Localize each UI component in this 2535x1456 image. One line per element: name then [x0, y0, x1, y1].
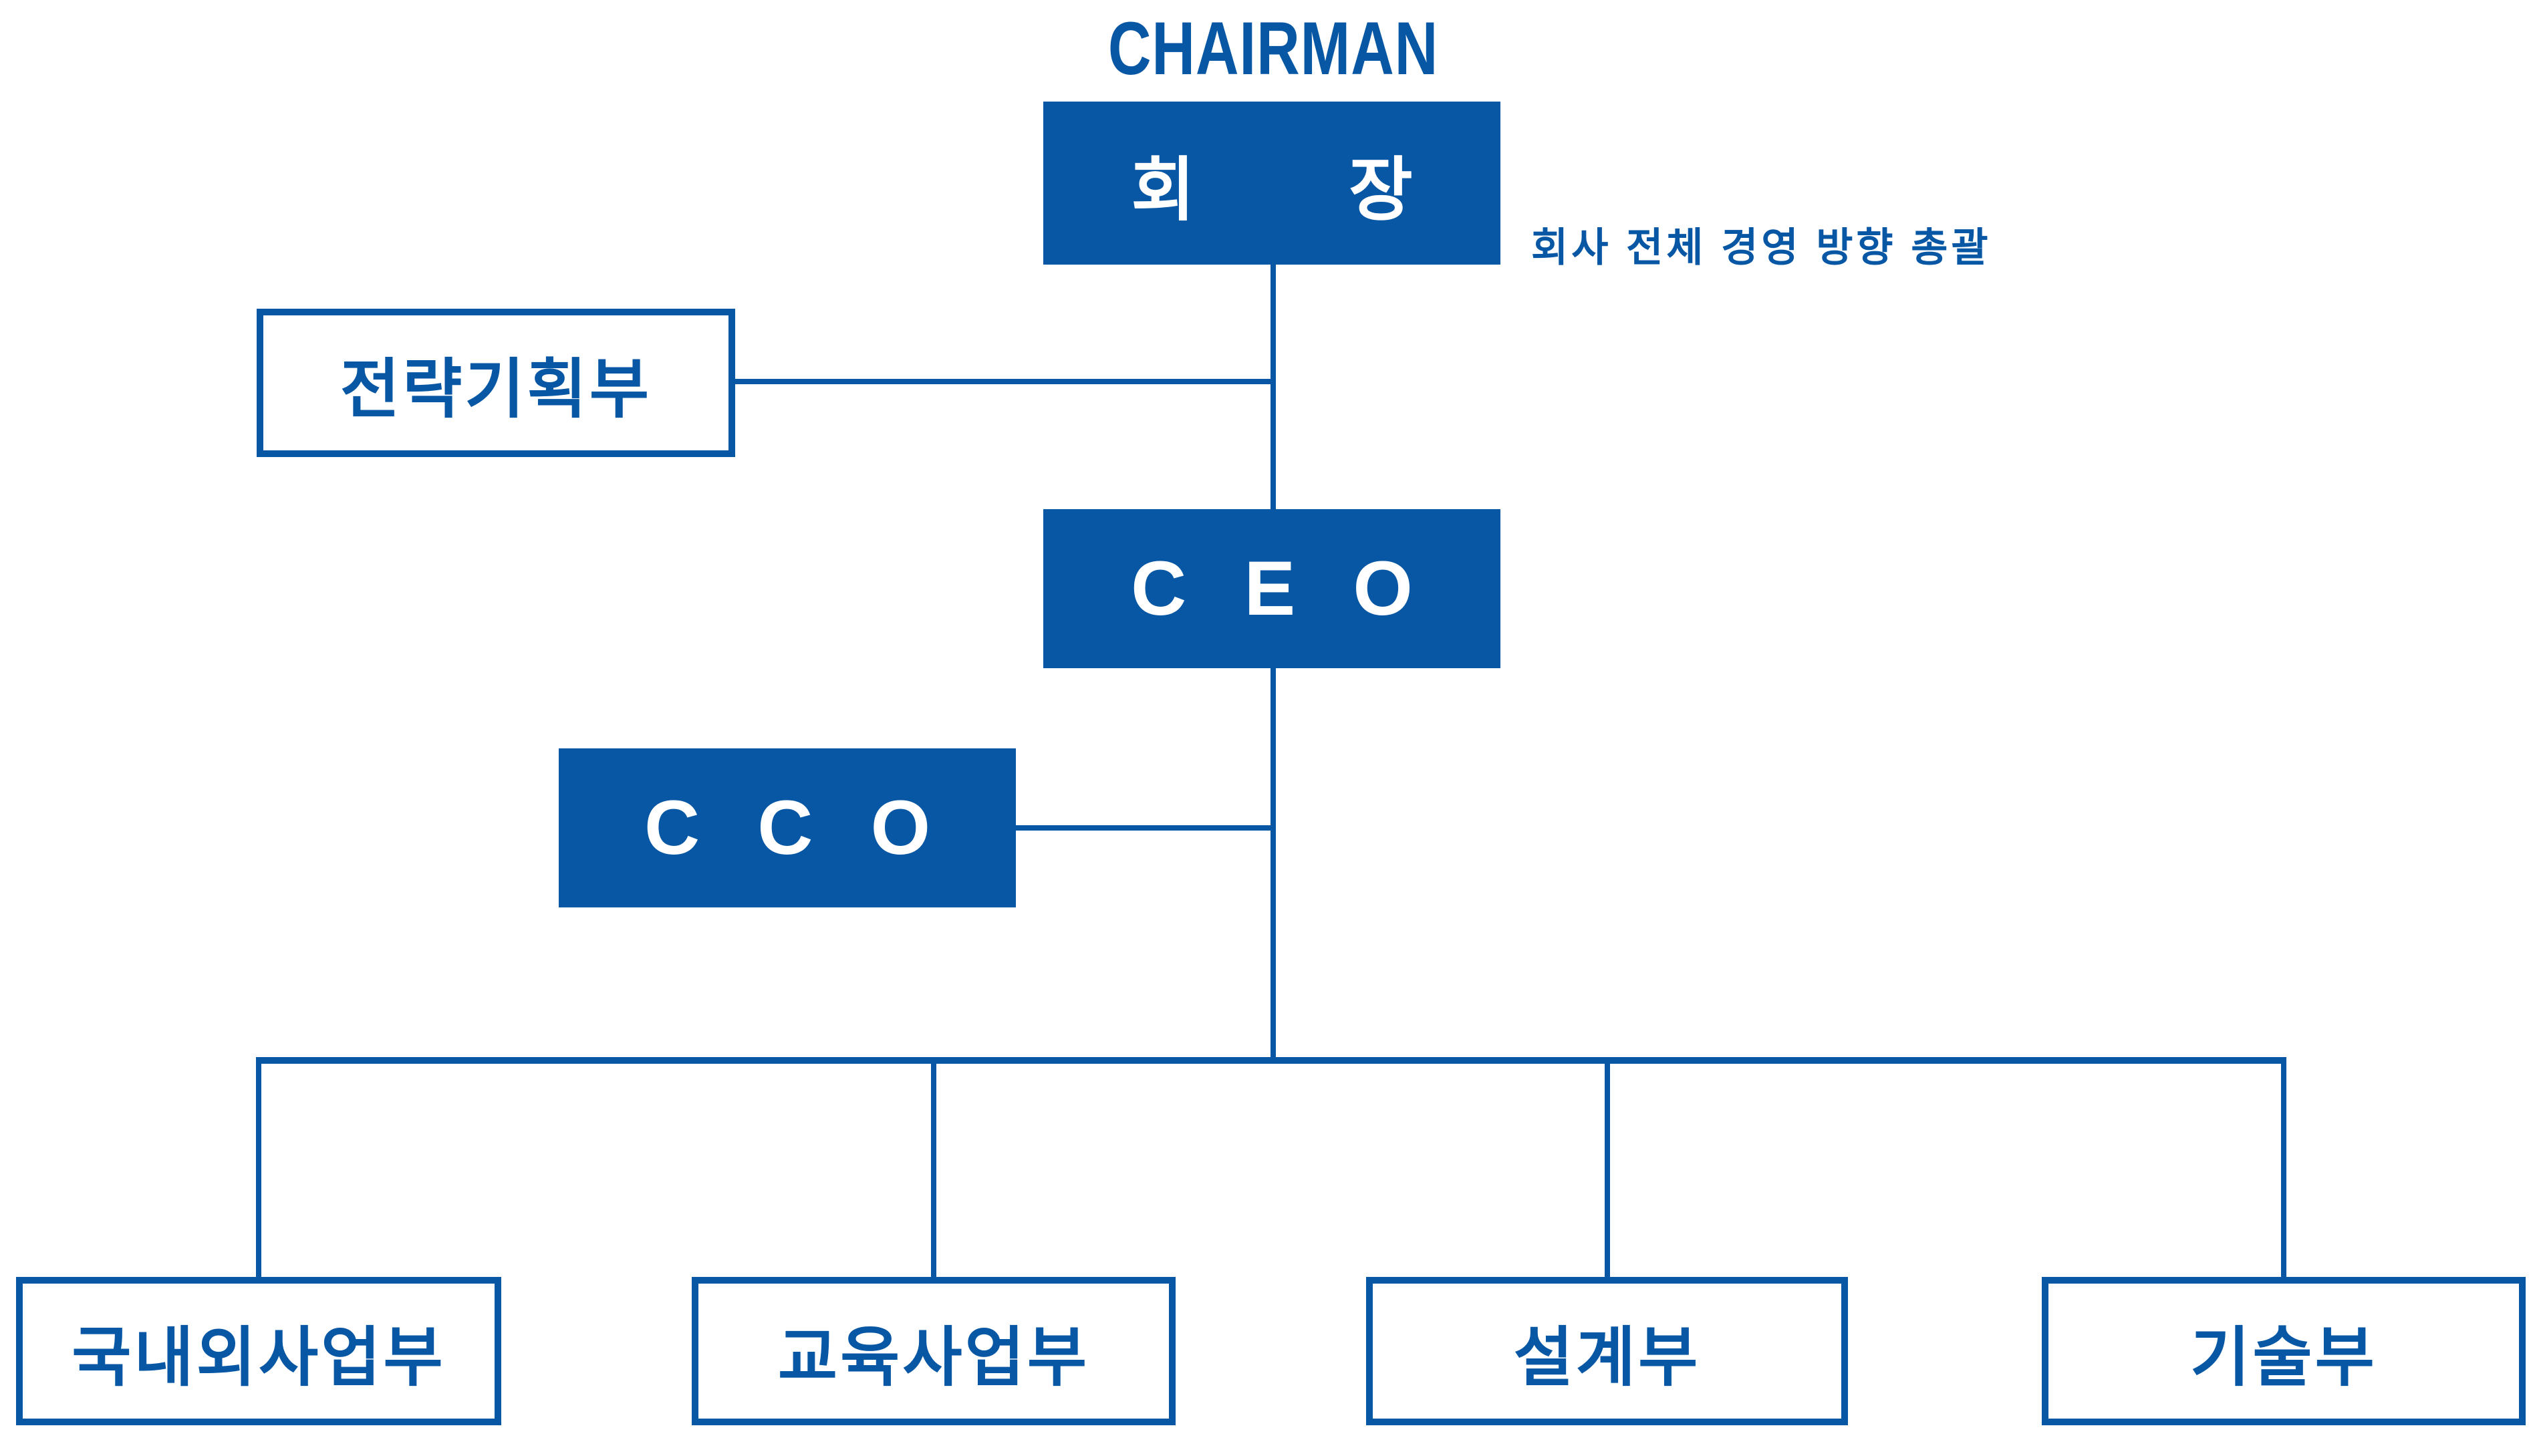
- drop-dept-design: [1605, 1060, 1610, 1279]
- ceo-node: CEO: [1043, 509, 1500, 668]
- connector-cco-mainline: [1015, 825, 1274, 831]
- chairman-node-label: 회 장: [1131, 151, 1413, 229]
- dept-label-design: 설계부: [1513, 1320, 1701, 1394]
- dept-label-technology: 기술부: [2190, 1320, 2377, 1394]
- connector-ceo-distribution: [1271, 667, 1276, 1062]
- connector-chairman-ceo: [1271, 263, 1276, 511]
- cco-label: CCO: [644, 785, 988, 871]
- distribution-line: [256, 1057, 2286, 1064]
- connector-strategy-mainline: [732, 379, 1274, 384]
- dept-node-domestic-overseas: 국내외사업부: [16, 1277, 501, 1425]
- strategy-dept-node: 전략기획부: [257, 309, 735, 457]
- chairman-note: 회사 전체 경영 방향 총괄: [1531, 225, 1992, 270]
- drop-dept-technology: [2281, 1060, 2286, 1279]
- dept-node-design: 설계부: [1366, 1277, 1848, 1425]
- cco-node: CCO: [559, 748, 1016, 907]
- dept-node-education: 교육사업부: [692, 1277, 1176, 1425]
- chairman-node: 회 장: [1043, 102, 1500, 265]
- drop-dept-domestic-overseas: [256, 1060, 261, 1279]
- strategy-dept-label: 전략기획부: [340, 352, 652, 426]
- dept-label-domestic-overseas: 국내외사업부: [72, 1320, 446, 1394]
- dept-label-education: 교육사업부: [777, 1320, 1090, 1394]
- ceo-label: CEO: [1131, 546, 1471, 631]
- drop-dept-education: [931, 1060, 936, 1279]
- dept-node-technology: 기술부: [2042, 1277, 2526, 1425]
- chairman-caption: CHAIRMAN: [1107, 7, 1439, 90]
